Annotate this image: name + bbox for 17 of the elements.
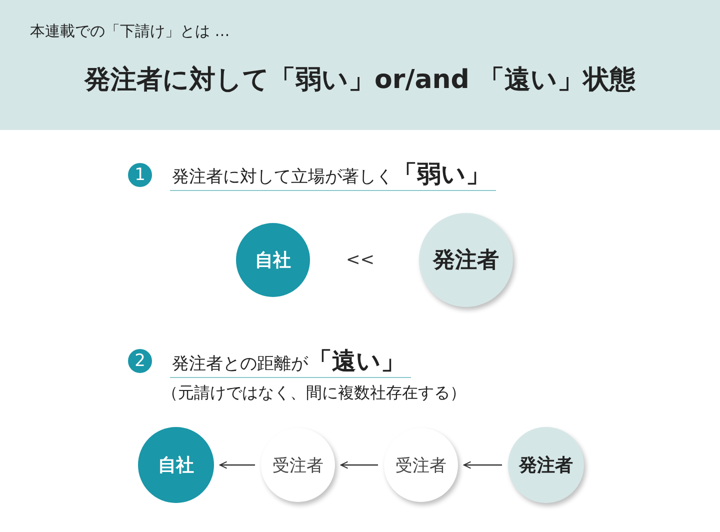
client-circle: 発注者 [508, 427, 584, 503]
arrow [340, 461, 378, 469]
contractor-circle: 受注者 [261, 428, 335, 502]
number-badge: 1 [128, 163, 152, 187]
section-heading: 発注者に対して立場が著しく「弱い」 [170, 158, 496, 191]
subtitle: 本連載での「下請け」とは … [30, 22, 230, 41]
title: 発注者に対して「弱い」or/and 「遠い」状態 [83, 64, 636, 97]
company-circle: 自社 [236, 223, 310, 297]
contractor-circle: 受注者 [384, 428, 458, 502]
number-badge: 2 [128, 349, 152, 373]
client-circle: 発注者 [419, 213, 513, 307]
section-heading: 発注者との距離が「遠い」 [170, 345, 411, 378]
arrow [464, 461, 502, 469]
comparison-sign: << [346, 250, 374, 270]
arrow [220, 461, 255, 469]
company-circle: 自社 [138, 427, 214, 503]
note: （元請けではなく、間に複数社存在する） [162, 383, 466, 404]
